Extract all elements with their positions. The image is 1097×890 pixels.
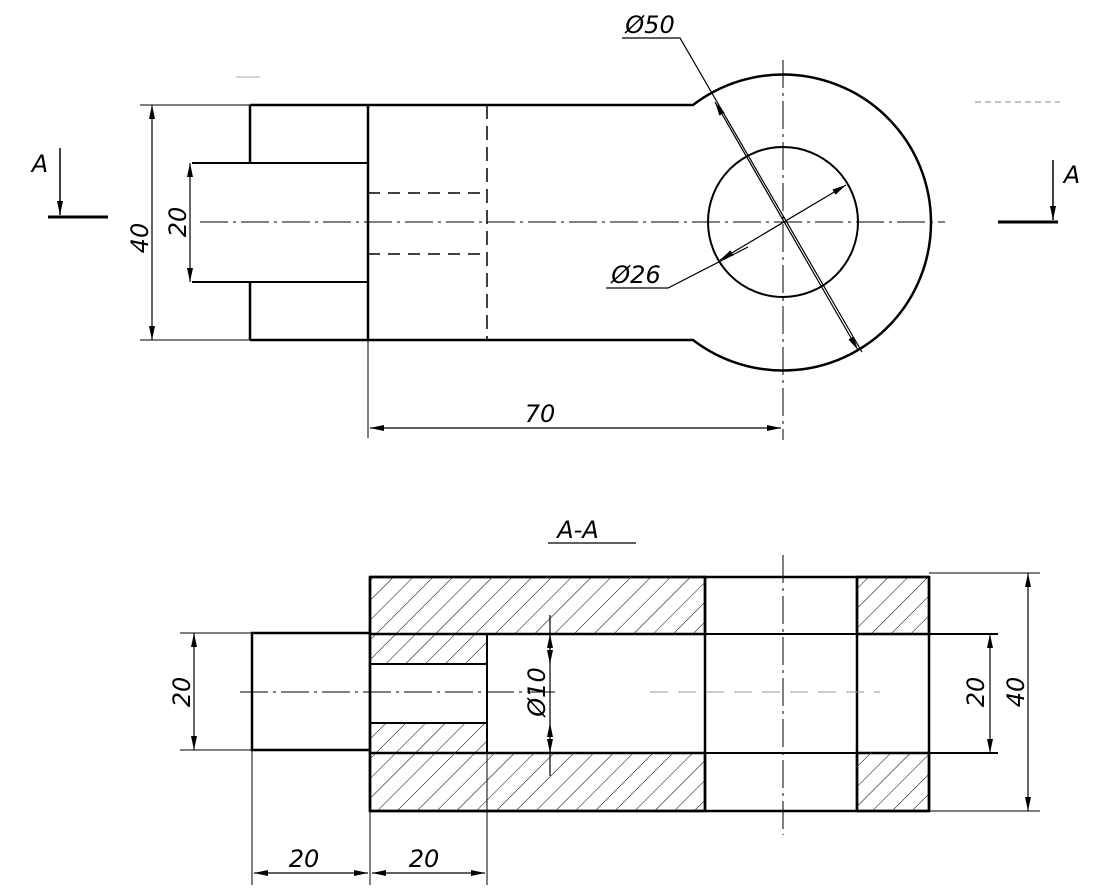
- dim-dia-50: [622, 37, 863, 353]
- section-label-right: A: [1062, 161, 1080, 189]
- top-view: [192, 60, 1060, 440]
- hatch-lower-right: [855, 751, 931, 813]
- dim-bottom-chain: [251, 750, 488, 885]
- section-mark-left: [48, 148, 108, 219]
- dim-label-20-bottom-left: 20: [289, 845, 320, 873]
- section-mark-right: [998, 160, 1058, 224]
- dim-label-20-top: 20: [164, 207, 192, 238]
- dim-label-20-bottom-mid: 20: [409, 845, 440, 873]
- stem: [250, 631, 372, 752]
- hatch-upper-right: [855, 575, 931, 636]
- hatch-upper-main: [368, 575, 707, 636]
- dim-label-20-section-left: 20: [168, 677, 196, 708]
- dim-20-section-left: [180, 632, 252, 751]
- section-view: [240, 555, 998, 835]
- dim-label-dia-26: Ø26: [610, 261, 660, 289]
- dim-40-section: [929, 572, 1040, 812]
- dim-dia-26: [606, 184, 847, 289]
- hatch-lower-mid: [369, 722, 488, 754]
- dim-40-top: [140, 104, 250, 341]
- hatch-lower-main: [368, 751, 707, 813]
- dim-label-70: 70: [525, 400, 556, 428]
- dim-70: [367, 340, 781, 438]
- section-label-left: A: [30, 150, 48, 178]
- section-title: A-A: [555, 516, 599, 544]
- dim-label-dia-10: Ø10: [523, 667, 551, 717]
- dim-label-dia-50: Ø50: [624, 11, 674, 39]
- dim-label-20-section-right: 20: [962, 677, 990, 708]
- dim-label-40-top: 40: [126, 223, 154, 254]
- dim-label-40-section: 40: [1002, 677, 1030, 708]
- hatch-upper-mid: [369, 633, 488, 665]
